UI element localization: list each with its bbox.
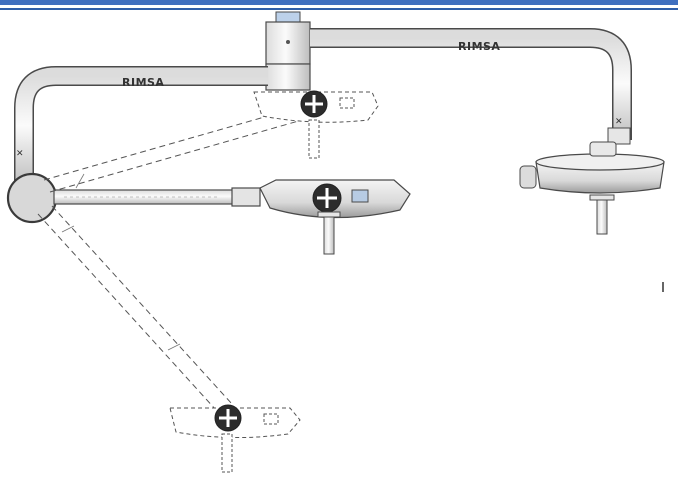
right-arm-marker: ✕ [615, 117, 623, 127]
arm-joint-icon [6, 172, 58, 224]
left-arm-brand-label: RIMSA [122, 76, 164, 89]
header-rule [0, 8, 678, 10]
right-arm-brand-label: RIMSA [458, 40, 500, 53]
left-arm: RIMSA ✕ [14, 66, 268, 186]
handle-icon [662, 282, 664, 292]
left-arm-marker: ✕ [16, 149, 24, 159]
right-arm: RIMSA ✕ [310, 28, 632, 145]
bottom-lamp-head [169, 404, 301, 473]
horizontal-spring-arm [53, 187, 261, 207]
header-bar [0, 0, 678, 5]
lower-dashed-arm [37, 205, 233, 411]
lamp-head-icon [519, 141, 665, 235]
upper-lamp-head [253, 90, 379, 159]
middle-lamp-head [259, 179, 411, 255]
ceiling-mount-icon [265, 11, 311, 91]
